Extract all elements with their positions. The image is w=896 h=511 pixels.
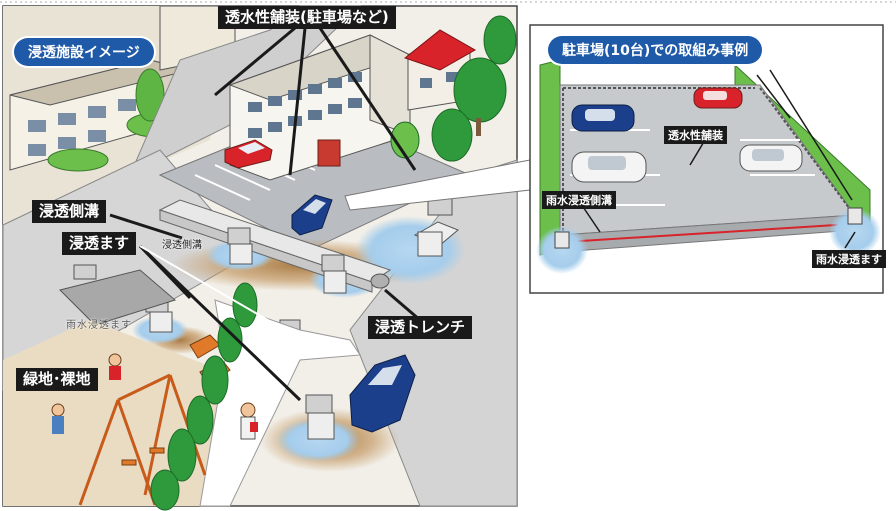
rp-basin [554, 231, 570, 249]
child-figure [51, 353, 258, 440]
leader-line-thin [139, 245, 286, 331]
green-verge [539, 59, 561, 256]
label-infiltration-trench: 浸透トレンチ [368, 316, 473, 339]
office-door [317, 139, 341, 167]
rp-basin [847, 207, 863, 225]
label-green-land: 緑地･裸地 [16, 368, 98, 391]
infiltration-basin [73, 196, 459, 440]
label-infiltration-gutter-small: 浸透側溝 [162, 240, 202, 251]
hedge [135, 68, 165, 122]
office-building [228, 34, 412, 181]
infiltration-water [276, 418, 360, 462]
rp-white-car [571, 151, 647, 183]
leader-lines [109, 26, 421, 402]
rp-label-permeable-paving: 透水性舗装 [664, 126, 727, 144]
left-panel [2, 5, 531, 511]
rp-label-rain-gutter: 雨水浸透側溝 [542, 191, 616, 209]
blue-car-road [349, 354, 416, 433]
swing-seat [121, 447, 165, 466]
grated-area [59, 269, 177, 326]
rp-red-car [693, 87, 743, 109]
red-car [224, 139, 273, 169]
label-rain-basin-small: 雨水浸透ます [66, 320, 132, 331]
blue-car-lot [291, 194, 333, 236]
right-panel [529, 24, 884, 294]
rp-infiltration-glow [536, 226, 588, 274]
badge-infiltration-image: 浸透施設イメージ [14, 38, 154, 66]
park-trees [150, 282, 258, 511]
tree-cluster [390, 15, 517, 162]
rp-red-line [564, 223, 853, 243]
label-infiltration-gutter: 浸透側溝 [32, 200, 107, 223]
label-infiltration-basin: 浸透ます [62, 232, 137, 255]
hedge [47, 148, 109, 172]
badge-parking-example: 駐車場(10台)での取組み事例 [548, 36, 763, 64]
rp-leader-lines [574, 69, 856, 249]
label-permeable-paving: 透水性舗装(駐車場など) [218, 6, 396, 29]
rp-white-car [739, 144, 803, 172]
rp-label-rain-basin: 雨水浸透ます [812, 250, 886, 268]
rp-blue-car [571, 104, 635, 132]
